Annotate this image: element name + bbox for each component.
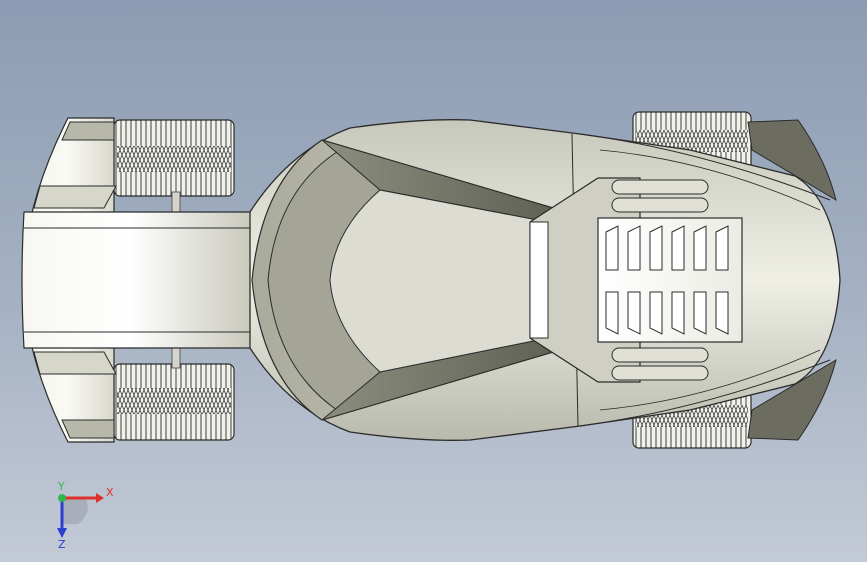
x-axis-label: X — [106, 486, 114, 499]
cockpit[interactable] — [251, 139, 561, 421]
front-right-wheel[interactable] — [113, 363, 235, 441]
triad-plane — [62, 498, 88, 524]
front-beam[interactable] — [21, 211, 261, 349]
z-axis-label: Z — [58, 538, 66, 550]
front-left-wheel[interactable] — [113, 119, 235, 197]
orientation-triad[interactable]: X Z Y — [40, 480, 120, 550]
z-axis-arrow — [57, 528, 67, 538]
rear-wing[interactable] — [747, 119, 837, 441]
engine[interactable] — [529, 177, 743, 383]
y-axis-label: Y — [57, 480, 65, 493]
y-axis-dot — [58, 494, 66, 502]
x-axis-arrow — [96, 493, 104, 503]
